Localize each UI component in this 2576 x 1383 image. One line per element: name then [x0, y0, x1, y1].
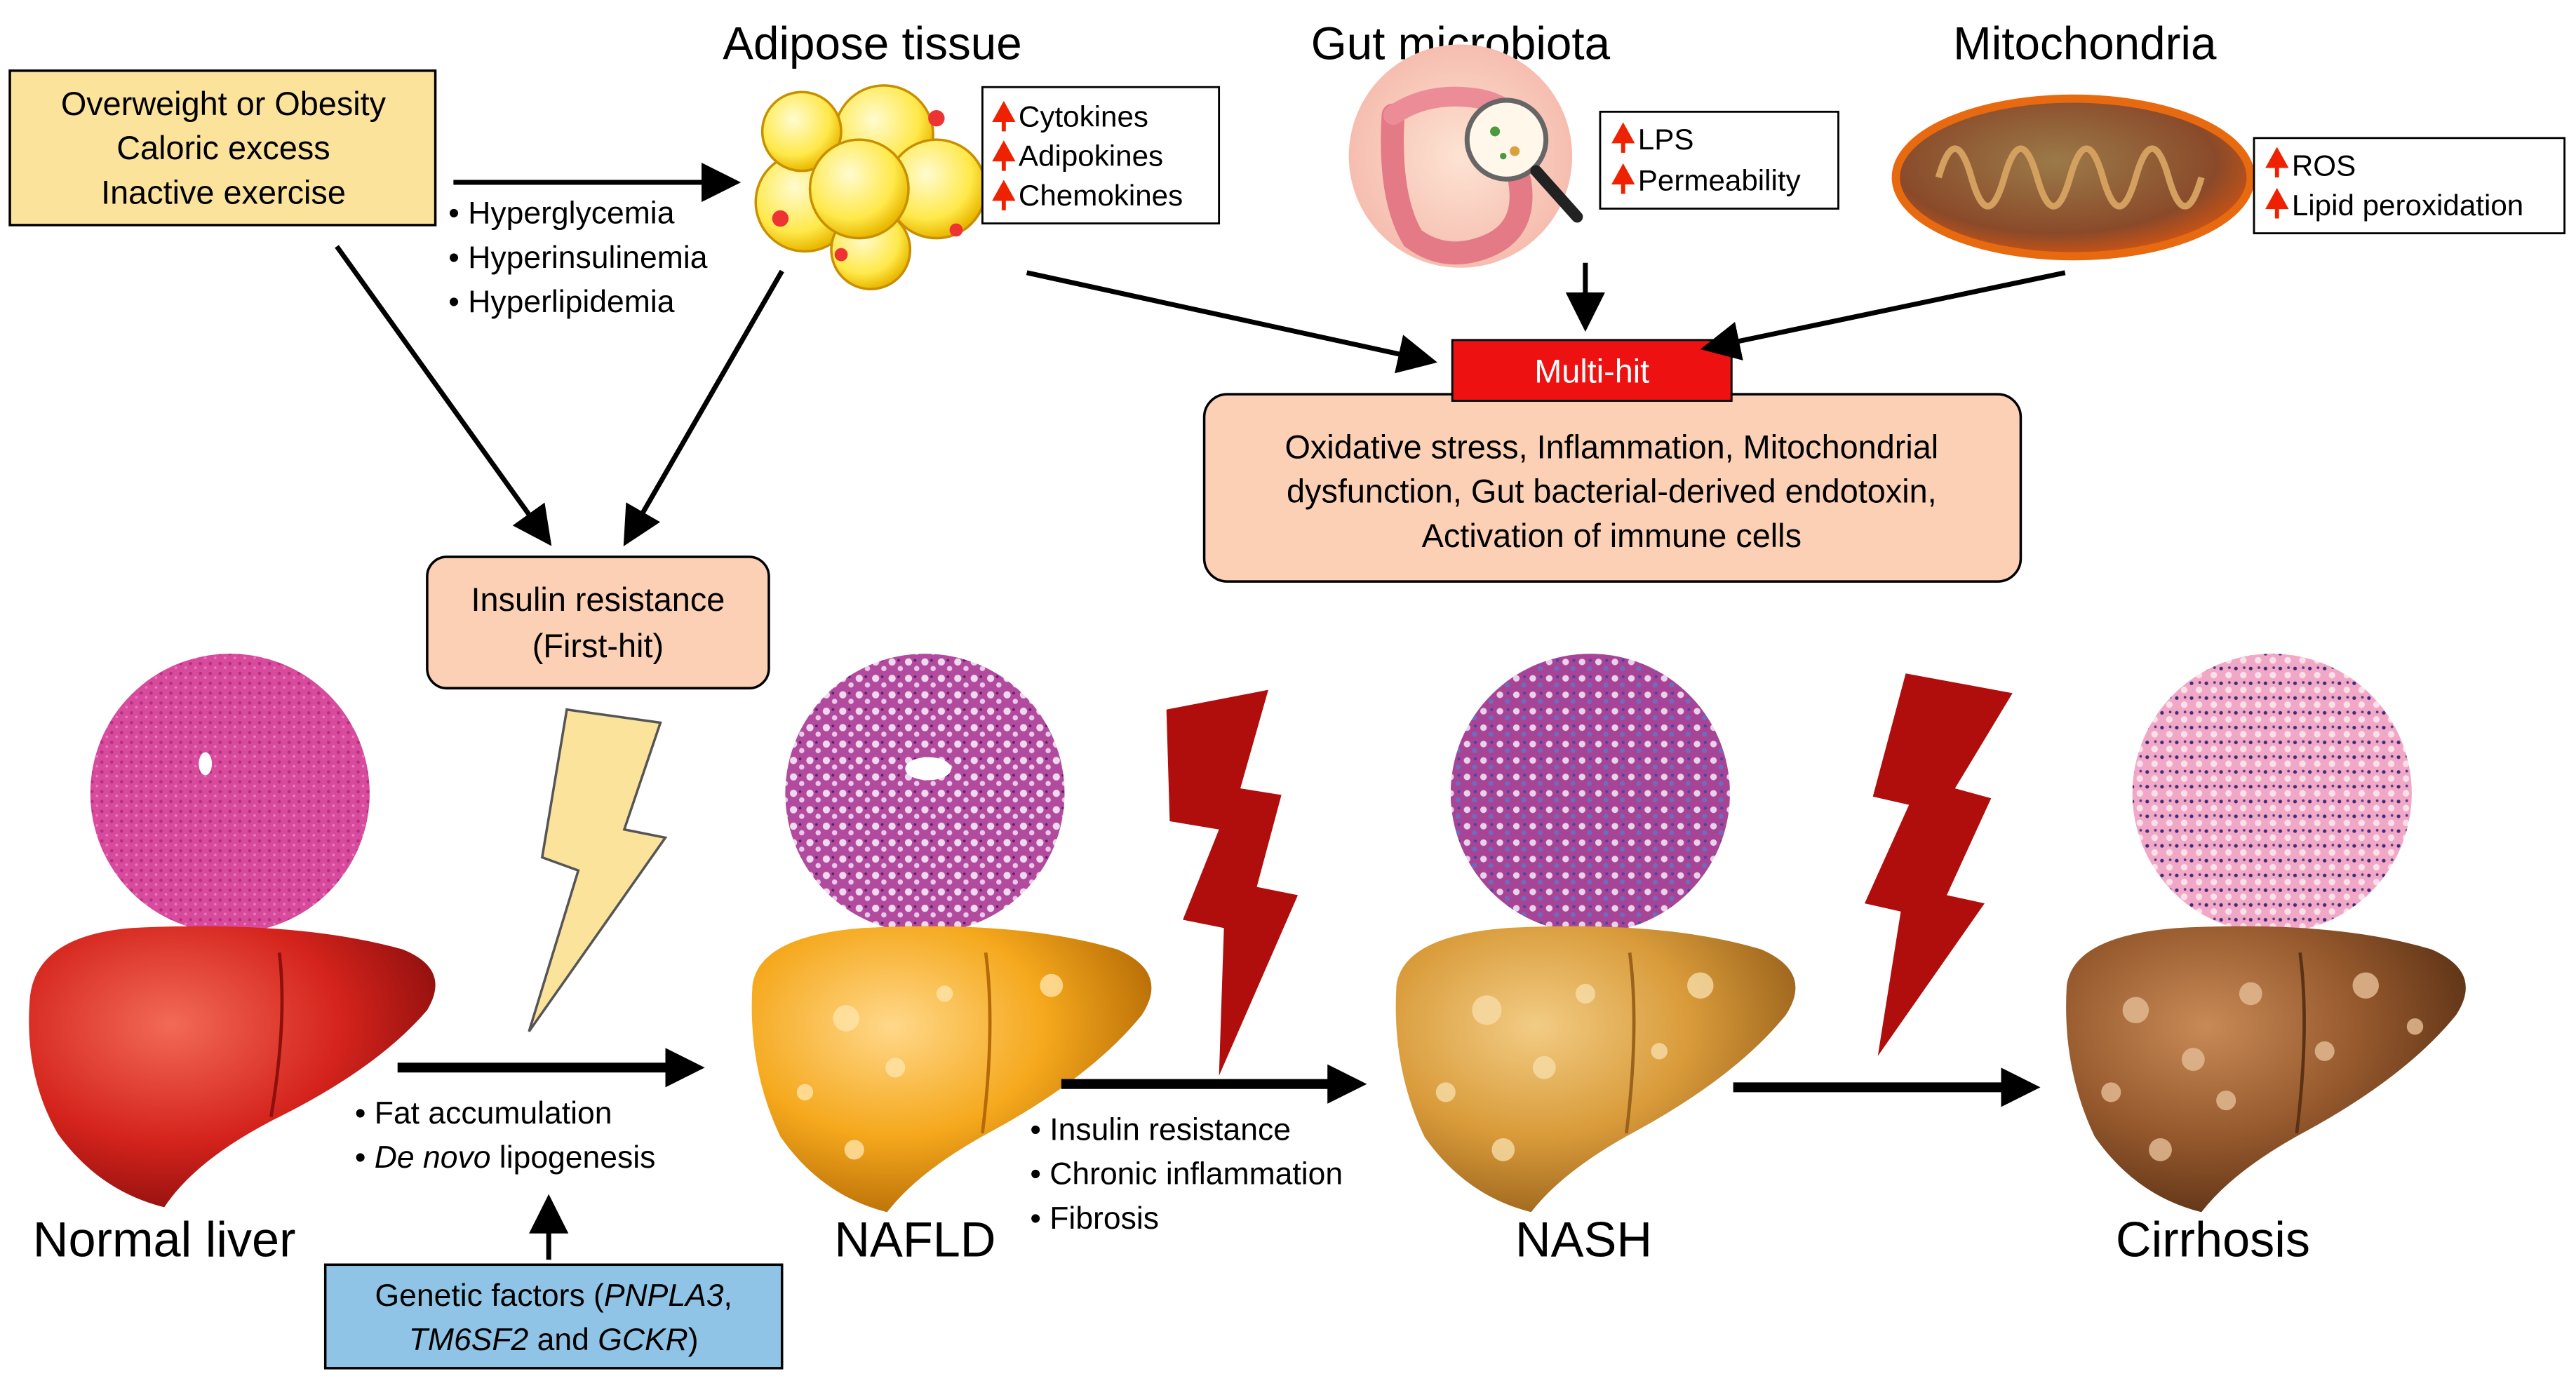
gut-microbiota-image	[1348, 44, 1583, 268]
multi-hit-line-2: dysfunction, Gut bacterial-derived endot…	[1287, 473, 1937, 510]
transition1-item-1: • Fat accumulation	[355, 1096, 612, 1131]
arrow-risk-to-insulin	[335, 245, 552, 546]
up-arrow-icon	[2265, 188, 2289, 219]
first-hit-lightning-icon	[528, 708, 668, 1032]
adipose-marker: Cytokines	[1019, 100, 1148, 133]
multi-hit-label-box	[1451, 339, 1733, 402]
stage-label-normal: Normal liver	[33, 1212, 296, 1267]
histology-nash-image	[1450, 654, 1730, 933]
transition2-item: • Chronic inflammation	[1030, 1157, 1343, 1192]
arrow-adipose-to-multihit	[1026, 270, 1437, 374]
transition2-item: • Insulin resistance	[1030, 1112, 1291, 1147]
up-arrow-icon	[1611, 163, 1635, 194]
genetic-line-1: Genetic factors (PNPLA3,	[375, 1279, 732, 1313]
adipose-marker: Adipokines	[1019, 140, 1163, 173]
risk-factors-box	[8, 69, 437, 227]
risk-line-3: Inactive exercise	[101, 174, 346, 210]
histology-nafld-image	[785, 654, 1065, 933]
metabolic-item: • Hyperglycemia	[448, 196, 674, 231]
genetic-factors-box	[323, 1263, 784, 1370]
adipose-marker: Chemokines	[1019, 179, 1183, 212]
multi-hit-line-3: Activation of immune cells	[1422, 518, 1802, 554]
adipose-title: Adipose tissue	[723, 18, 1021, 69]
up-arrow-icon	[992, 140, 1016, 171]
adipose-markers-box	[981, 86, 1221, 224]
stage-label-cirrhosis: Cirrhosis	[2116, 1212, 2310, 1267]
metabolic-item: • Hyperinsulinemia	[448, 241, 707, 275]
arrow-mito-to-multihit	[1700, 270, 2066, 360]
mitochondria-image	[1891, 94, 2255, 261]
mito-marker: Lipid peroxidation	[2292, 189, 2523, 222]
multi-hit-lightning-icon	[1864, 673, 2013, 1056]
nafld-liver-image	[751, 926, 1152, 1213]
histology-normal-image	[90, 654, 370, 933]
cirrhosis-liver-image	[2066, 926, 2466, 1213]
stage-label-nash: NASH	[1515, 1212, 1652, 1267]
multi-hit-line-1: Oxidative stress, Inflammation, Mitochon…	[1284, 429, 1938, 465]
gut-marker: Permeability	[1638, 164, 1801, 197]
mito-marker: ROS	[2292, 149, 2356, 182]
mitochondria-title: Mitochondria	[1953, 18, 2217, 69]
multi-hit-lightning-icon	[1166, 689, 1299, 1076]
insulin-resistance-title: Insulin resistance	[471, 581, 725, 618]
nash-liver-image	[1395, 926, 1796, 1213]
first-hit-label: (First-hit)	[532, 628, 664, 664]
gut-markers-box	[1599, 110, 1839, 210]
multi-hit-label: Multi-hit	[1534, 353, 1649, 390]
transition1-item-2: • De novo lipogenesis	[355, 1140, 656, 1175]
arrow-adipose-to-insulin	[623, 269, 784, 546]
up-arrow-icon	[1611, 122, 1635, 153]
gut-marker: LPS	[1638, 123, 1694, 156]
histology-cirrhosis-image	[2132, 654, 2412, 933]
risk-line-2: Caloric excess	[116, 130, 330, 166]
stage-label-nafld: NAFLD	[834, 1212, 995, 1267]
up-arrow-icon	[992, 180, 1016, 210]
mito-markers-box	[2253, 137, 2566, 235]
genetic-line-2: TM6SF2 and GCKR)	[409, 1323, 699, 1357]
risk-line-1: Overweight or Obesity	[61, 86, 387, 122]
up-arrow-icon	[2265, 147, 2289, 178]
transition2-item: • Fibrosis	[1030, 1201, 1159, 1236]
adipose-cells-image	[754, 84, 987, 291]
insulin-resistance-box	[426, 555, 770, 690]
up-arrow-icon	[992, 100, 1016, 132]
normal-liver-image	[29, 926, 436, 1208]
metabolic-item: • Hyperlipidemia	[448, 285, 674, 319]
liver-lobe-line	[269, 952, 284, 1117]
